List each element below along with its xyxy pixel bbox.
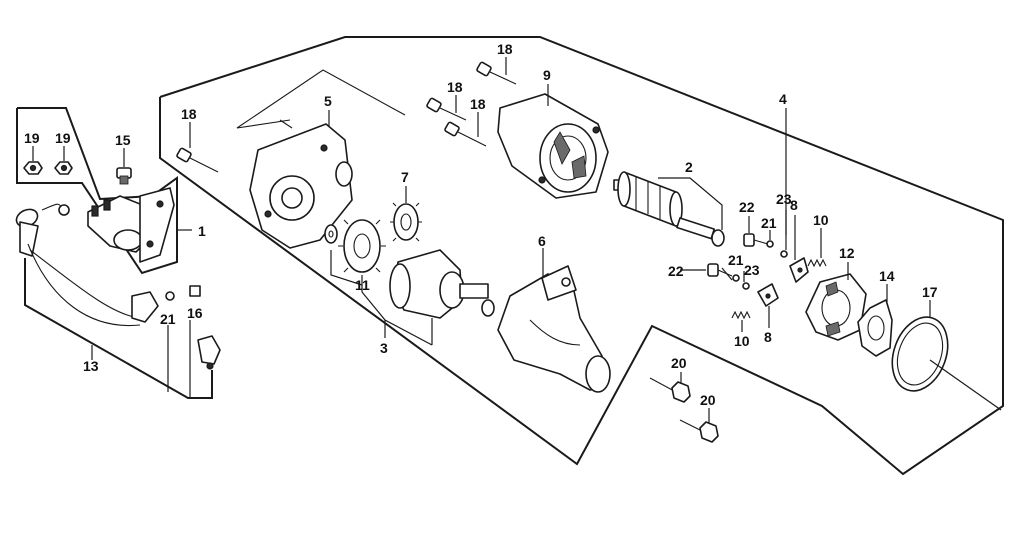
gear-part-11 [338,219,386,273]
solenoid-bracket-frame [16,107,178,275]
callout-1: 1 [198,223,206,239]
bolt-part-18-left [176,147,219,173]
drive-assembly-part-3 [389,249,495,319]
callout-22-upper: 22 [739,199,755,215]
callout-19-right: 19 [55,130,71,146]
solenoid-part-1 [87,187,175,263]
starter-assembly-frame [159,36,1004,476]
callout-18-top: 18 [497,41,513,57]
callout-12: 12 [839,245,855,261]
o-ring-part-17 [891,316,949,392]
spring-part-10-upper [807,258,827,268]
washer-part-21-left [165,291,175,301]
rear-cover-part-5 [249,119,353,249]
callout-20-lower: 20 [700,392,716,408]
terminal-part-16 [189,285,221,370]
callout-8-upper: 8 [790,197,798,213]
callout-2: 2 [685,159,693,175]
motor-yoke-part-9 [497,93,609,199]
gear-part-7 [390,202,422,242]
callout-18-middle: 18 [447,79,463,95]
callout-20-upper: 20 [671,355,687,371]
callout-9: 9 [543,67,551,83]
brush-part-8-upper [789,257,809,283]
nut-part-19-right [54,161,73,175]
bolt-part-20-lower [679,419,719,443]
bolt-part-18-middle [426,97,467,121]
callout-23-lower: 23 [744,262,760,278]
callout-18-left: 18 [181,106,197,122]
callout-17: 17 [922,284,938,300]
nut-part-19-left [23,161,43,175]
callout-14: 14 [879,268,895,284]
screw-part-22-upper [743,233,769,247]
gear-housing-part-6 [497,265,611,393]
callout-3: 3 [380,340,388,356]
callout-10-upper: 10 [813,212,829,228]
screw-part-22-lower [707,263,733,277]
callout-6: 6 [538,233,546,249]
armature-part-2 [613,171,725,247]
callout-11: 11 [355,277,370,293]
starter-cable-part-13 [15,203,159,327]
brush-holder-part-12 [805,273,867,341]
callout-19-left: 19 [24,130,40,146]
cable-group-bracket [24,258,213,399]
callout-18-lower: 18 [470,96,486,112]
callout-16: 16 [187,305,203,321]
washer-part-11 [324,224,338,244]
washer-part-23-upper [780,250,788,258]
callout-7: 7 [401,169,409,185]
insulator-plate-part-14 [857,299,893,357]
callout-5: 5 [324,93,332,109]
spring-part-10-lower [731,310,751,320]
callout-23-upper: 23 [776,191,792,207]
washer-part-21-lower [732,274,740,282]
bolt-part-18-lower [444,121,487,147]
bolt-part-18-top [476,61,517,85]
callout-21-lower: 21 [728,252,744,268]
callout-10-lower: 10 [734,333,750,349]
callout-21-upper: 21 [761,215,777,231]
bolt-part-15 [116,167,132,185]
washer-part-23-lower [742,282,750,290]
brush-part-8-lower [757,283,779,307]
callout-22-lower: 22 [668,263,684,279]
callout-21-left: 21 [160,311,176,327]
callout-8-lower: 8 [764,329,772,345]
washer-part-21-upper [766,240,774,248]
bolt-part-20-upper [649,377,691,403]
callout-13: 13 [83,358,99,374]
callout-4: 4 [779,91,787,107]
callout-15: 15 [115,132,131,148]
inner-frame-line [236,69,406,129]
